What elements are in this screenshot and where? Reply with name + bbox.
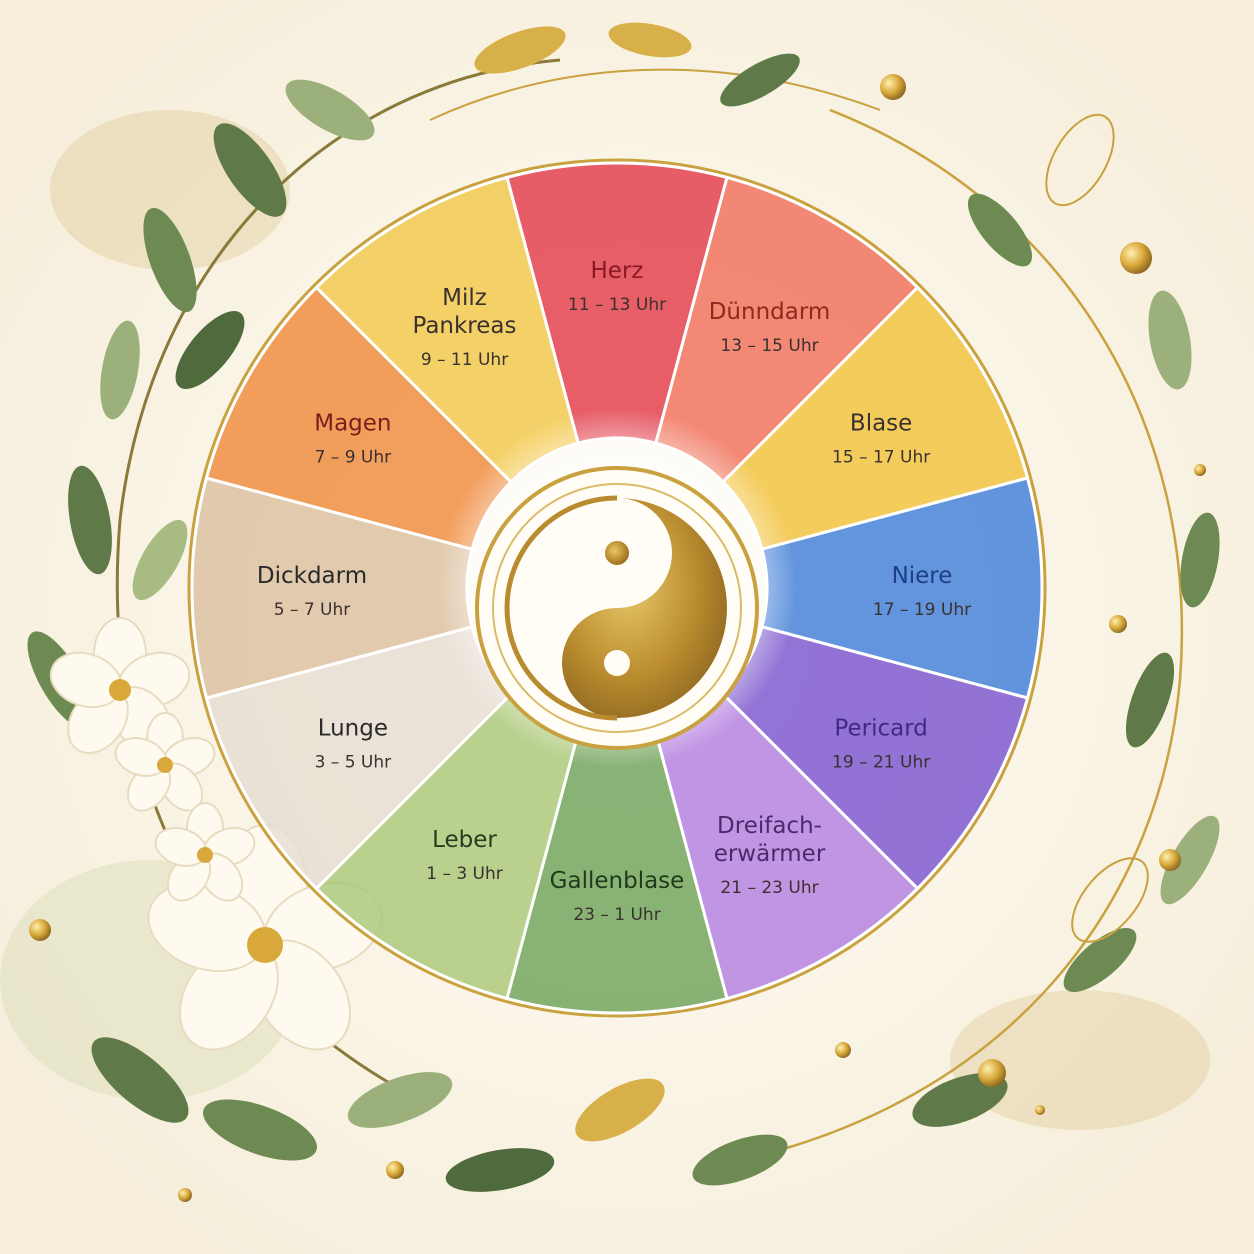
yang-light-half-outline [504, 495, 618, 721]
segment-label-7: Leber 1 – 3 Uhr [426, 827, 503, 884]
organ-name: Pankreas [412, 313, 516, 339]
organ-name: Gallenblase [550, 868, 685, 894]
organ-name: Leber [432, 827, 497, 853]
wreath-stem-top [429, 68, 881, 121]
organ-time: 21 – 23 Uhr [720, 878, 818, 898]
organ-time: 19 – 21 Uhr [832, 753, 930, 773]
organ-time: 9 – 11 Uhr [421, 350, 508, 370]
segment-label-1: Dünndarm 13 – 15 Uhr [709, 299, 831, 356]
organ-time: 3 – 5 Uhr [315, 753, 392, 773]
floral-wreath [27, 22, 1220, 1202]
center-ring-inner [492, 483, 742, 733]
segment-label-9: Dickdarm 5 – 7 Uhr [257, 563, 367, 620]
wheel-outer-ring [187, 158, 1047, 1018]
segment-label-5: Dreifach-erwärmer 21 – 23 Uhr [714, 813, 826, 898]
organ-name: Herz [591, 258, 644, 284]
segment-label-10: Magen 7 – 9 Uhr [314, 411, 391, 468]
organ-time: 17 – 19 Uhr [873, 600, 971, 620]
organ-time: 1 – 3 Uhr [426, 864, 503, 884]
blossom-small [154, 802, 256, 902]
organ-name: erwärmer [714, 841, 826, 867]
organ-name: Niere [892, 563, 953, 589]
yin-dot [604, 650, 630, 676]
organ-name: Blase [850, 411, 912, 437]
organ-name: Dreifach- [717, 813, 822, 839]
segment-label-6: Gallenblase 23 – 1 Uhr [550, 868, 685, 925]
leaf-group [27, 22, 1220, 1192]
segment-label-3: Niere 17 – 19 Uhr [873, 563, 971, 620]
organ-time: 13 – 15 Uhr [720, 336, 818, 356]
organ-name: Lunge [318, 716, 388, 742]
segment-label-4: Pericard 19 – 21 Uhr [832, 716, 930, 773]
yin-gold-half [562, 498, 727, 718]
organ-name: Milz [442, 285, 487, 311]
organ-time: 5 – 7 Uhr [274, 600, 351, 620]
gold-beads [29, 74, 1206, 1202]
segment-label-0: Herz 11 – 13 Uhr [568, 258, 666, 315]
organ-time: 11 – 13 Uhr [568, 295, 666, 315]
organ-time: 23 – 1 Uhr [573, 905, 660, 925]
organ-name: Magen [314, 411, 391, 437]
organ-name: Pericard [834, 716, 927, 742]
organ-name: Dünndarm [709, 299, 831, 325]
organ-name: Dickdarm [257, 563, 367, 589]
organ-time: 15 – 17 Uhr [832, 448, 930, 468]
segment-label-2: Blase 15 – 17 Uhr [832, 411, 930, 468]
yang-dot [605, 541, 629, 565]
yin-yang-icon [475, 466, 759, 750]
organ-time: 7 – 9 Uhr [315, 448, 392, 468]
segment-label-8: Lunge 3 – 5 Uhr [315, 716, 392, 773]
blossom-medium [49, 617, 191, 754]
